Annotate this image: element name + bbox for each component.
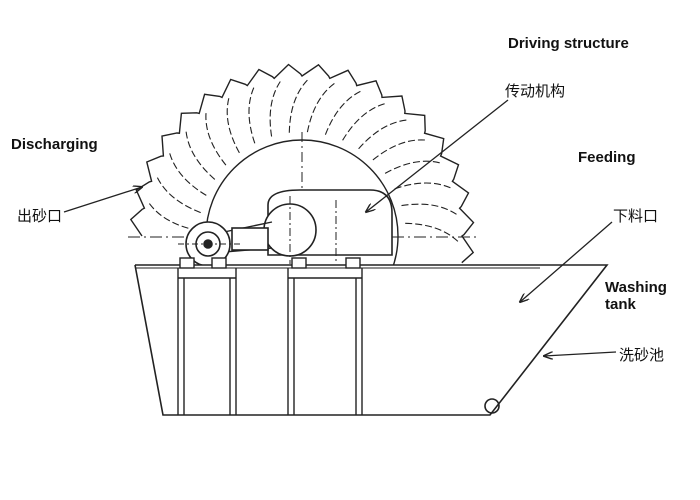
wheel-blade [405,222,459,242]
wheel-blade [306,82,335,133]
washing-tank-label-zh: 洗砂池 [619,346,665,364]
wheel-blade [226,98,240,154]
feeding-label-zh: 下料口 [613,207,659,225]
wheel-blade [288,79,308,133]
washing-tank [134,257,609,416]
wheel-blade [269,81,281,137]
wheel-blade [148,203,199,232]
drive-unit [178,189,393,267]
washing-tank-leader-arrow [544,351,617,356]
driving-structure-label: Driving structure [508,35,629,52]
wheel-blade [401,203,457,215]
wheel-blade [342,103,385,141]
tank-supports [177,257,363,415]
wheel-blade [372,139,425,161]
washing-tank-label: Washing tank [605,279,667,313]
drive-shaft-housing [231,227,269,251]
feeding-label: Feeding [578,149,636,166]
washing-tank-label-line2: tank [605,296,636,313]
driving-leader-arrow [366,99,509,212]
wheel-blade [358,119,407,150]
wheel-teeth [129,63,475,264]
washing-tank-label-line1: Washing [605,279,667,296]
wheel-blade [205,113,227,166]
wheel-blade [384,160,440,174]
wheel-blade [169,153,207,196]
discharging-leader-arrow [63,187,142,213]
discharging-label-zh: 出砂口 [17,207,63,225]
feeding-leader-arrow [520,221,613,302]
discharging-label: Discharging [11,136,98,153]
wheel-blade [156,177,201,214]
drain-outlet [484,398,500,414]
wheel-blade [394,182,451,190]
driving-structure-label-zh: 传动机构 [505,82,566,100]
wheel-blade [248,87,256,144]
wheel-outer-teeth [129,63,475,264]
wheel-blade [324,90,361,135]
wheel-blades [148,79,459,242]
wheel-blade [185,131,216,180]
leader-arrows [63,99,617,356]
tank-outline [134,264,609,416]
